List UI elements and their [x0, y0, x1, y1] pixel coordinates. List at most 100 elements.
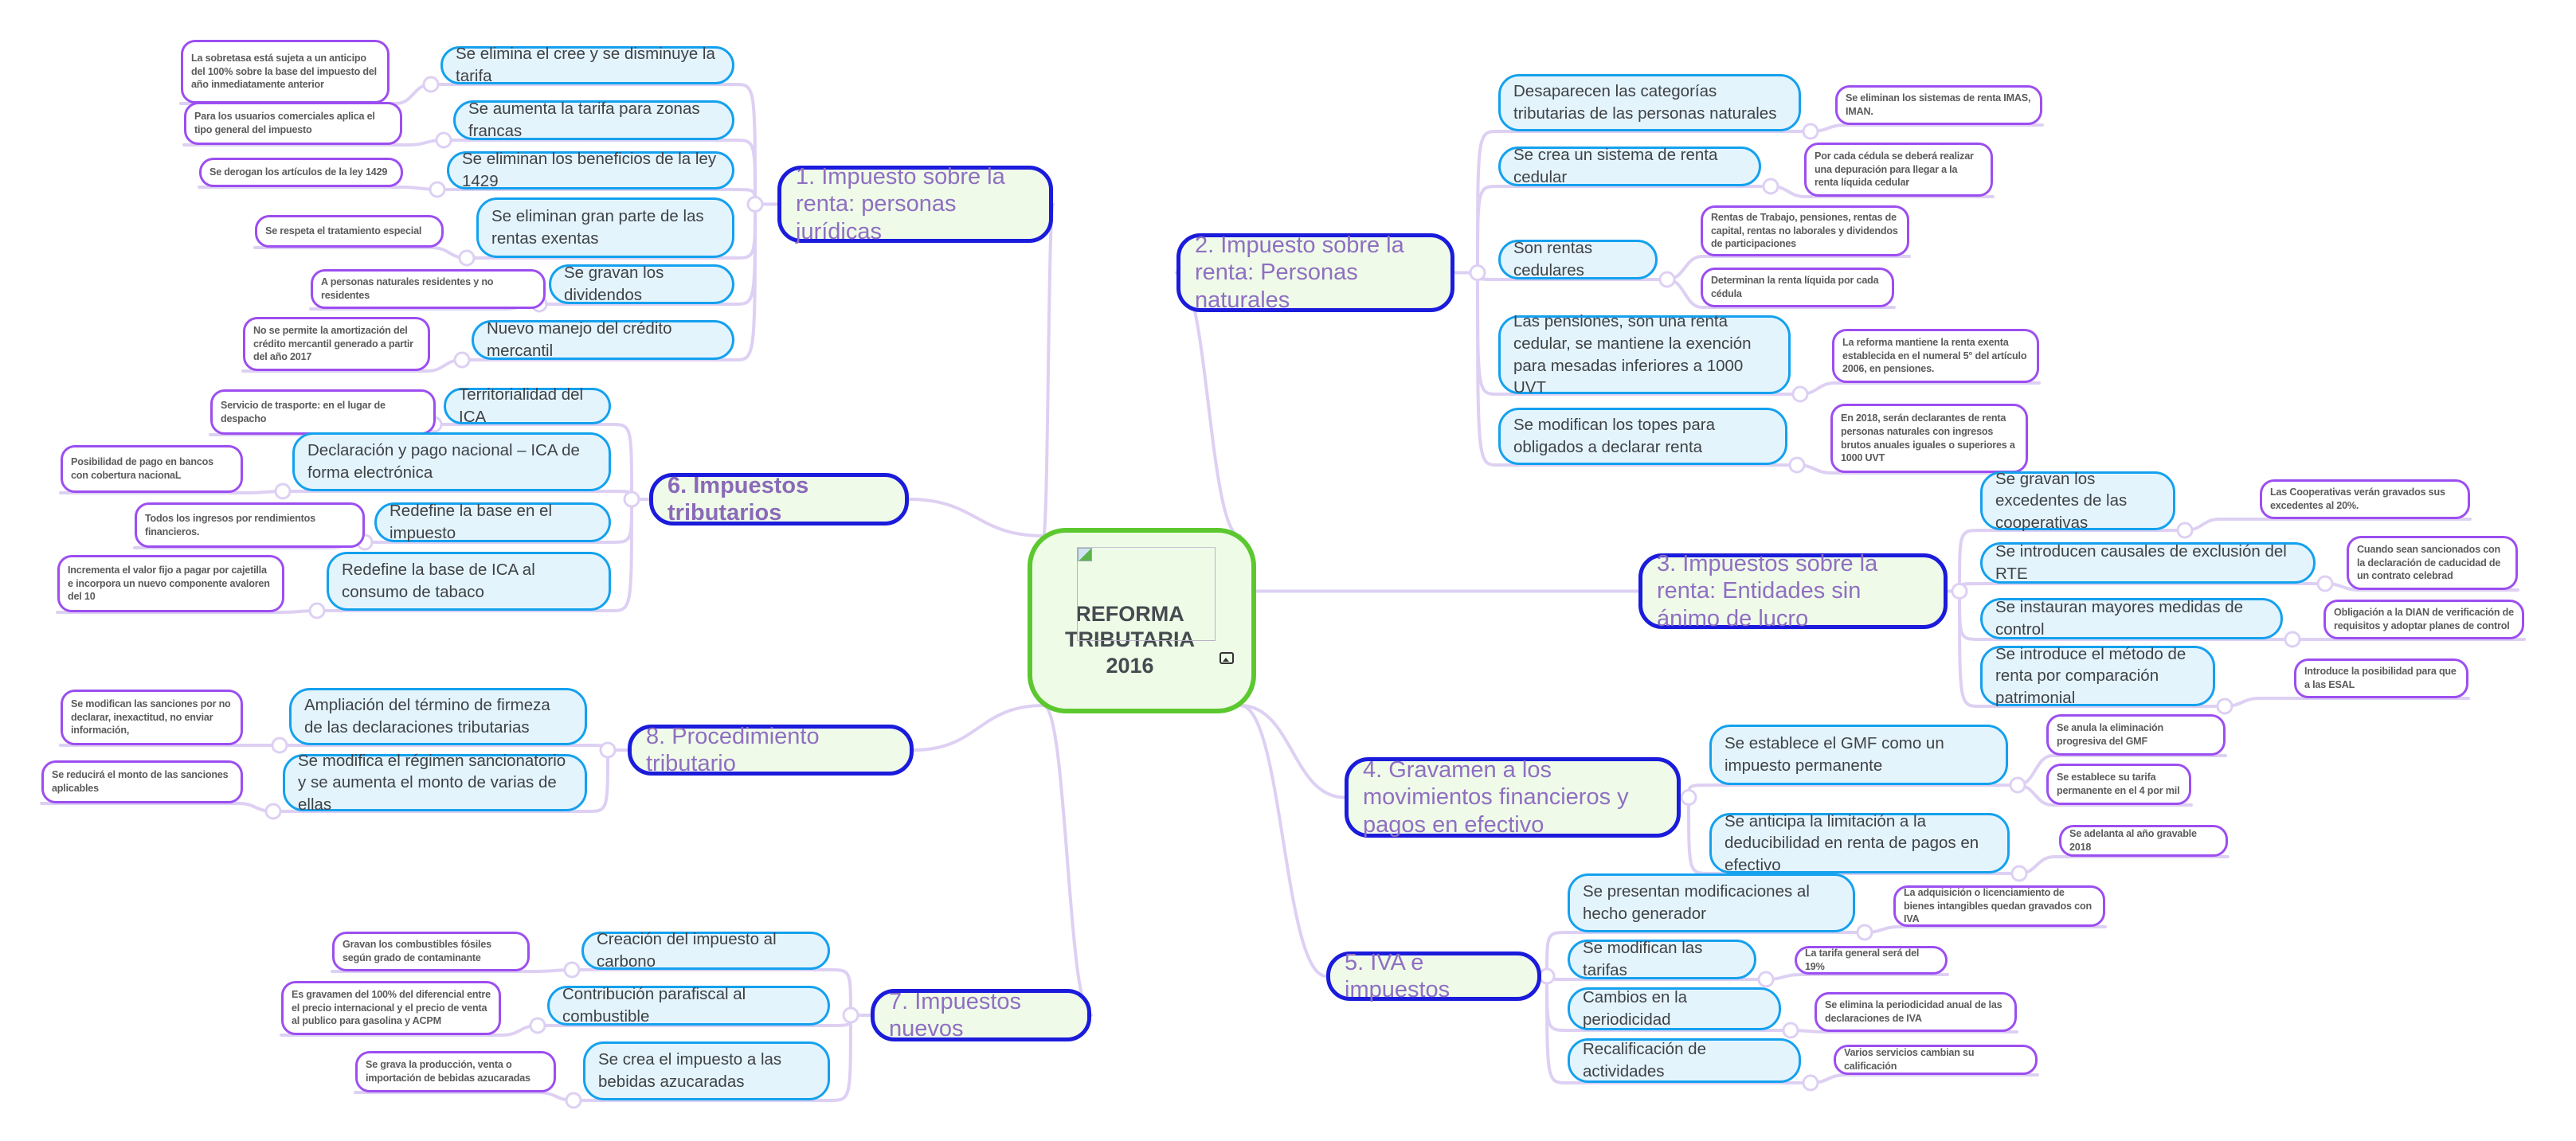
collapse-toggle[interactable]: [842, 1006, 859, 1024]
subtopic[interactable]: Se gravan los excedentes de las cooperat…: [1980, 470, 2175, 532]
central-topic[interactable]: REFORMA TRIBUTARIA 2016: [1028, 528, 1256, 713]
branch-topic-6[interactable]: 6. Impuestos tributarios: [649, 473, 909, 526]
collapse-toggle[interactable]: [529, 1017, 546, 1034]
collapse-toggle[interactable]: [1788, 456, 1806, 474]
collapse-toggle[interactable]: [563, 961, 581, 979]
note[interactable]: Para los usuarios comerciales aplica el …: [184, 102, 402, 145]
collapse-toggle[interactable]: [264, 803, 282, 820]
note[interactable]: A personas naturales residentes y no res…: [311, 269, 546, 309]
collapse-toggle[interactable]: [2010, 865, 2028, 882]
subtopic[interactable]: Se aumenta la tarifa para zonas francas: [453, 100, 734, 140]
note[interactable]: Servicio de trasporte: en el lugar de de…: [210, 389, 436, 435]
collapse-toggle[interactable]: [1856, 924, 1873, 941]
note[interactable]: Todos los ingresos por rendimientos fina…: [135, 502, 365, 548]
subtopic[interactable]: Nuevo manejo del crédito mercantil: [472, 319, 734, 360]
collapse-toggle[interactable]: [274, 483, 292, 500]
collapse-toggle[interactable]: [1658, 271, 1676, 288]
branch-topic-4[interactable]: 4. Gravamen a los movimientos financiero…: [1345, 757, 1681, 838]
note[interactable]: Rentas de Trabajo, pensiones, rentas de …: [1701, 205, 1909, 256]
subtopic[interactable]: Se eliminan los beneficios de la ley 142…: [447, 150, 734, 190]
subtopic[interactable]: Se eliminan gran parte de las rentas exe…: [476, 197, 734, 258]
subtopic[interactable]: Se presentan modificaciones al hecho gen…: [1568, 873, 1855, 932]
note[interactable]: Las Cooperativas verán gravados sus exce…: [2260, 479, 2470, 519]
note[interactable]: Introduce la posibilidad para que a las …: [2294, 658, 2468, 698]
note[interactable]: Se elimina la periodicidad anual de las …: [1815, 992, 2017, 1032]
note[interactable]: Cuando sean sancionados con la declaraci…: [2347, 536, 2518, 590]
subtopic[interactable]: Se anticipa la limitación a la deducibil…: [1709, 812, 2010, 874]
collapse-toggle[interactable]: [1469, 264, 1486, 281]
collapse-toggle[interactable]: [1802, 123, 1819, 140]
subtopic[interactable]: Se introduce el método de renta por comp…: [1980, 645, 2215, 707]
subtopic[interactable]: Ampliación del término de firmeza de las…: [289, 688, 587, 745]
note[interactable]: La sobretasa está sujeta a un anticipo d…: [181, 40, 390, 104]
branch-topic-8[interactable]: 8. Procedimiento tributario: [628, 724, 914, 776]
image-icon[interactable]: [1219, 652, 1234, 664]
collapse-toggle[interactable]: [1538, 967, 1556, 985]
collapse-toggle[interactable]: [1951, 583, 1968, 600]
collapse-toggle[interactable]: [458, 249, 476, 267]
subtopic[interactable]: Contribución parafiscal al combustible: [547, 985, 830, 1026]
note[interactable]: Se grava la producción, venta o importac…: [355, 1051, 556, 1092]
note[interactable]: Posibilidad de pago en bancos con cobert…: [61, 445, 243, 493]
note[interactable]: Se modifican las sanciones por no declar…: [61, 690, 243, 745]
subtopic[interactable]: Las pensiones, son una renta cedular, se…: [1498, 312, 1791, 397]
subtopic[interactable]: Declaración y pago nacional – ICA de for…: [292, 432, 611, 491]
branch-topic-7[interactable]: 7. Impuestos nuevos: [871, 989, 1091, 1041]
collapse-toggle[interactable]: [746, 196, 764, 213]
collapse-toggle[interactable]: [1782, 1022, 1799, 1039]
subtopic[interactable]: Cambios en la periodicidad: [1568, 987, 1781, 1030]
note[interactable]: Se anula la eliminación progresiva del G…: [2046, 714, 2226, 756]
branch-topic-2[interactable]: 2. Impuesto sobre la renta: Personas nat…: [1176, 232, 1454, 313]
note[interactable]: Varios servicios cambian su calificación: [1834, 1045, 2038, 1075]
branch-topic-3[interactable]: 3. Impuestos sobre la renta: Entidades s…: [1638, 551, 1948, 631]
note[interactable]: Se respeta el tratamiento especial: [255, 215, 444, 248]
note[interactable]: Obligación a la DIAN de verificación de …: [2323, 600, 2524, 639]
subtopic[interactable]: Se elimina el cree y se disminuye la tar…: [440, 45, 734, 85]
note[interactable]: Se reducirá el monto de las sanciones ap…: [41, 760, 243, 803]
note[interactable]: Determinan la renta líquida por cada céd…: [1701, 268, 1894, 307]
collapse-toggle[interactable]: [271, 737, 288, 754]
collapse-toggle[interactable]: [623, 490, 640, 508]
collapse-toggle[interactable]: [2216, 697, 2233, 715]
collapse-toggle[interactable]: [1762, 178, 1779, 195]
subtopic[interactable]: Se modifica el régimen sancionatorio y s…: [283, 752, 587, 814]
subtopic[interactable]: Se modifican las tarifas: [1568, 939, 1756, 979]
subtopic[interactable]: Se crea un sistema de renta cedular: [1498, 146, 1761, 186]
subtopic[interactable]: Creación del impuesto al carbono: [581, 930, 830, 971]
subtopic[interactable]: Territorialidad del ICA: [444, 385, 611, 426]
collapse-toggle[interactable]: [2176, 522, 2194, 539]
subtopic[interactable]: Redefine la base de ICA al consumo de ta…: [327, 552, 611, 611]
collapse-toggle[interactable]: [2316, 575, 2334, 592]
note[interactable]: Incrementa el valor fijo a pagar por caj…: [57, 555, 284, 612]
collapse-toggle[interactable]: [1802, 1074, 1819, 1092]
subtopic[interactable]: Redefine la base en el impuesto: [374, 502, 611, 542]
note[interactable]: Gravan los combustibles fósiles según gr…: [332, 932, 530, 971]
note[interactable]: Es gravamen del 100% del diferencial ent…: [281, 981, 501, 1035]
collapse-toggle[interactable]: [2284, 631, 2301, 648]
note[interactable]: Se adelanta al año gravable 2018: [2059, 825, 2228, 857]
subtopic[interactable]: Recalificación de actividades: [1568, 1038, 1801, 1083]
collapse-toggle[interactable]: [565, 1092, 582, 1109]
subtopic[interactable]: Se crea el impuesto a las bebidas azucar…: [583, 1041, 830, 1100]
collapse-toggle[interactable]: [1680, 789, 1697, 806]
subtopic[interactable]: Se gravan los dividendos: [549, 264, 734, 304]
collapse-toggle[interactable]: [308, 602, 326, 619]
note[interactable]: La tarifa general será del 19%: [1795, 946, 1948, 975]
branch-topic-1[interactable]: 1. Impuesto sobre la renta: personas jur…: [777, 164, 1053, 244]
note[interactable]: Se derogan los artículos de la ley 1429: [199, 158, 403, 187]
subtopic[interactable]: Son rentas cedulares: [1498, 239, 1658, 279]
note[interactable]: La adquisición o licenciamiento de biene…: [1893, 885, 2105, 927]
collapse-toggle[interactable]: [435, 131, 452, 149]
collapse-toggle[interactable]: [422, 76, 440, 93]
collapse-toggle[interactable]: [599, 741, 617, 759]
note[interactable]: Se eliminan los sistemas de renta IMAS, …: [1835, 85, 2042, 125]
subtopic[interactable]: Se establece el GMF como un impuesto per…: [1709, 725, 2008, 785]
note[interactable]: Se establece su tarifa permanente en el …: [2046, 764, 2191, 805]
collapse-toggle[interactable]: [429, 181, 446, 198]
note[interactable]: En 2018, serán declarantes de renta pers…: [1830, 404, 2028, 473]
subtopic[interactable]: Se modifican los topes para obligados a …: [1498, 408, 1787, 465]
branch-topic-5[interactable]: 5. IVA e impuestos: [1326, 950, 1541, 1002]
collapse-toggle[interactable]: [453, 351, 471, 369]
note[interactable]: No se permite la amortización del crédit…: [243, 317, 430, 371]
collapse-toggle[interactable]: [1791, 385, 1809, 403]
